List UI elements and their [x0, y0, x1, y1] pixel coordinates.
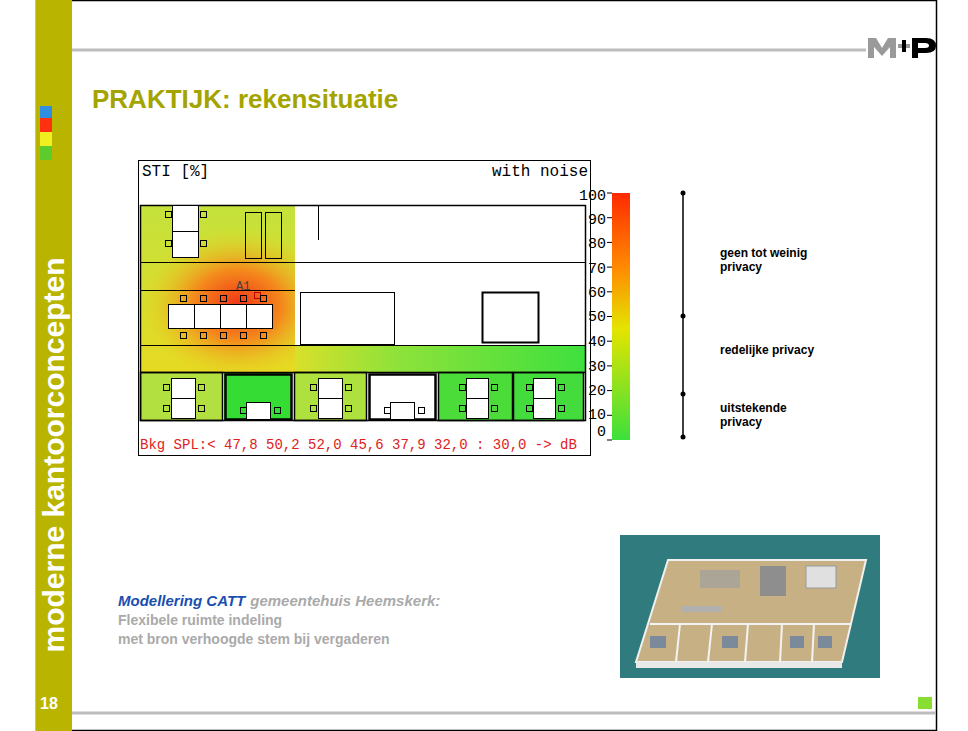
colour-squares: [40, 106, 54, 162]
logo: [868, 38, 936, 58]
sti-heatmap: [138, 205, 585, 420]
caption-place: gemeentehuis Heemskerk:: [250, 592, 440, 609]
model-render: [620, 535, 880, 678]
scale-value: 80: [588, 236, 606, 253]
privacy-label: uitstekende privacy: [720, 402, 812, 430]
plot-note: with noise: [492, 163, 588, 181]
scale-value: 10: [588, 407, 606, 424]
page-number: 18: [40, 695, 58, 713]
privacy-label: redelijke privacy: [720, 344, 850, 358]
scale-value: 0: [597, 424, 606, 441]
background-spl: Bkg SPL:< 47,8 50,2 52,0 45,6 37,9 32,0 …: [140, 437, 577, 453]
caption-line: met bron verhoogde stem bij vergaderen: [118, 631, 390, 647]
scale-value: 100: [579, 188, 606, 205]
privacy-bracket: [681, 191, 686, 440]
scale-value: 40: [588, 334, 606, 351]
scale-value: 30: [588, 359, 606, 376]
band-text: moderne kantoorconcepten: [37, 257, 71, 652]
scale-value: 90: [588, 212, 606, 229]
caption-lead: Modellering CATT: [118, 592, 245, 609]
scale-value: 60: [588, 285, 606, 302]
scale-value: 50: [588, 309, 606, 326]
floor-plan: [140, 205, 586, 421]
privacy-label: geen tot weinig privacy: [720, 247, 838, 275]
slide-title: PRAKTIJK: rekensituatie: [92, 84, 398, 115]
scale-value: 70: [588, 261, 606, 278]
receiver-label: A1: [236, 281, 250, 295]
plot-heading: STI [%]: [142, 163, 209, 181]
caption-line: Flexibele ruimte indeling: [118, 612, 282, 628]
scale-value: 20: [588, 383, 606, 400]
side-band: moderne kantoorconcepten 18: [36, 0, 72, 731]
